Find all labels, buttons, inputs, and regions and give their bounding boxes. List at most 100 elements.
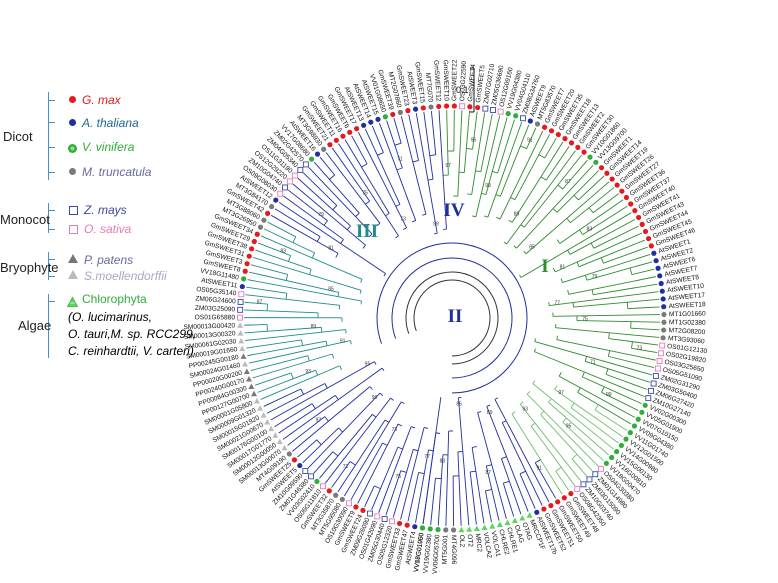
leaf-marker-icon: [374, 513, 381, 520]
bootstrap-value: 83: [280, 249, 286, 255]
leaf-label: GmSWEET10: [442, 60, 450, 102]
leaf-marker-icon: [604, 170, 610, 176]
tree-connector: [359, 290, 362, 294]
tree-connector: [365, 200, 370, 205]
bootstrap-value: 87: [565, 179, 571, 185]
leaf-marker-icon: [580, 481, 587, 488]
tree-connector: [503, 241, 507, 245]
bootstrap-value: 77: [424, 454, 430, 460]
tree-branch: [571, 458, 588, 477]
tree-branch: [500, 458, 522, 515]
leaf-marker-icon: [404, 522, 410, 528]
tree-connector: [397, 423, 403, 427]
tree-connector: [472, 446, 477, 448]
tree-branch: [351, 135, 368, 165]
leaf-marker-icon: [639, 221, 645, 227]
tree-branch: [278, 395, 336, 434]
tree-connector: [307, 355, 310, 362]
dicot-tick: [48, 122, 55, 123]
tree-connector: [558, 372, 562, 377]
tree-connector: [349, 461, 356, 466]
tree-connector: [361, 163, 368, 168]
tree-connector: [401, 401, 405, 405]
tree-branch: [585, 360, 650, 383]
leaf-marker-icon: [268, 204, 275, 210]
bootstrap-value: 99: [372, 395, 378, 401]
tree-connector: [631, 341, 633, 349]
leaf-label: MT7G070: [424, 73, 434, 103]
leaf-marker-icon: [368, 119, 374, 125]
leaf-marker-icon: [519, 515, 526, 521]
tree-branch: [568, 276, 656, 295]
tree-branch: [605, 373, 648, 390]
leaf-marker-icon: [527, 118, 533, 124]
leaf-marker-icon: [353, 504, 359, 510]
leaf-marker-icon: [650, 380, 657, 387]
tree-branch: [576, 320, 660, 323]
tree-connector: [311, 403, 316, 409]
leaf-marker-icon: [548, 502, 554, 509]
tree-branch: [506, 150, 576, 245]
tree-branch: [331, 461, 351, 488]
leaf-marker-icon: [642, 228, 649, 235]
leaf-marker-icon: [381, 516, 388, 522]
leaf-marker-icon: [555, 131, 561, 138]
leaf-marker-icon: [239, 345, 246, 352]
leaf-marker-icon: [241, 276, 247, 282]
clade-label: II: [448, 306, 463, 327]
tree-branch: [540, 414, 593, 472]
tree-branch: [250, 355, 308, 371]
leaf-marker-icon: [541, 506, 547, 512]
leaf-marker-icon: [658, 280, 664, 287]
tree-connector: [567, 249, 571, 255]
bootstrap-value: 91: [527, 137, 533, 143]
leaf-marker-icon: [436, 103, 442, 110]
tree-branch: [255, 249, 312, 270]
tree-connector: [588, 207, 594, 213]
tree-branch: [430, 478, 436, 525]
tree-connector: [486, 404, 491, 407]
tree-branch: [267, 221, 297, 238]
leaf-marker-icon: [237, 314, 243, 321]
tree-branch: [556, 170, 599, 213]
leaf-marker-icon: [242, 268, 248, 274]
tree-connector: [519, 470, 526, 475]
bootstrap-value: 85: [328, 287, 334, 293]
leaf-marker-icon: [427, 526, 433, 532]
leaf-label: OS01G65880: [195, 314, 236, 321]
leaf-marker-icon: [297, 166, 304, 173]
tree-branch: [302, 427, 339, 464]
tree-branch: [247, 279, 362, 302]
tree-connector: [362, 244, 366, 249]
leaf-marker-icon: [520, 115, 526, 122]
leaf-marker-icon: [496, 521, 503, 528]
leaf-marker-icon: [261, 217, 267, 223]
tree-branch: [592, 193, 619, 214]
tree-branch: [570, 407, 619, 444]
bootstrap-value: 83: [587, 226, 593, 232]
leaf-label: AtSWEET18: [669, 301, 707, 310]
tree-connector: [390, 397, 394, 401]
tree-connector: [422, 213, 427, 216]
tree-connector: [316, 236, 321, 242]
tree-branch: [552, 314, 660, 317]
leaf-marker-icon: [653, 258, 659, 264]
tree-connector: [383, 273, 386, 277]
leaf-marker-icon: [257, 405, 264, 411]
tree-branch: [255, 372, 292, 386]
tree-branch: [516, 164, 594, 249]
leaf-marker-icon: [248, 383, 255, 389]
tree-branch: [270, 361, 375, 421]
a-thaliana-label: A. thaliana: [82, 116, 139, 130]
leaf-marker-icon: [623, 436, 629, 442]
p-patens-marker-icon: [68, 254, 78, 263]
tree-connector: [395, 203, 401, 207]
tree-branch: [573, 298, 660, 308]
tree-branch: [338, 143, 399, 237]
leaf-label: MT1G02380: [669, 319, 706, 327]
tree-branch: [325, 397, 391, 484]
tree-connector: [325, 341, 328, 346]
bootstrap-value: 95: [365, 362, 371, 368]
tree-branch: [593, 225, 639, 249]
leaf-marker-icon: [598, 165, 605, 171]
